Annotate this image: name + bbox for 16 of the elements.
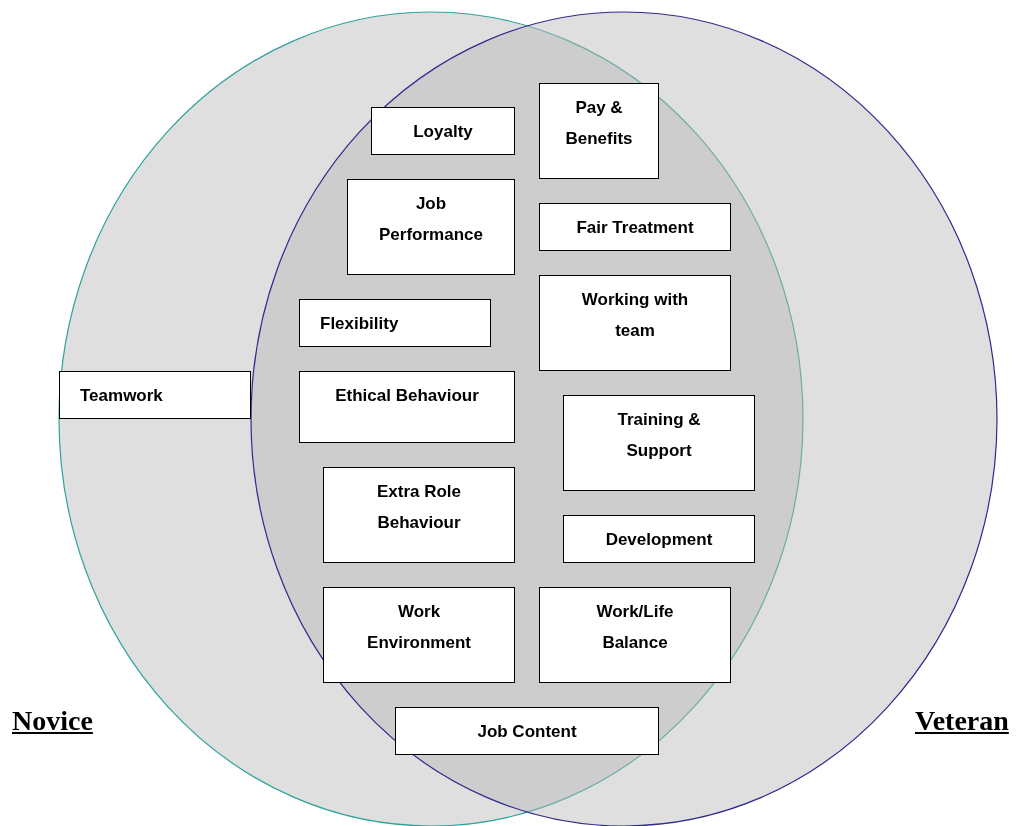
factor-box: Ethical Behaviour xyxy=(299,371,515,443)
factor-box: Pay & Benefits xyxy=(539,83,659,179)
factor-box: Teamwork xyxy=(59,371,251,419)
factor-box: Work Environment xyxy=(323,587,515,683)
set-label: Novice xyxy=(12,705,93,737)
factor-box: Work/Life Balance xyxy=(539,587,731,683)
factor-box: Fair Treatment xyxy=(539,203,731,251)
factor-box: Extra Role Behaviour xyxy=(323,467,515,563)
factor-box: Job Content xyxy=(395,707,659,755)
factor-box: Flexibility xyxy=(299,299,491,347)
factor-box: Job Performance xyxy=(347,179,515,275)
factor-box: Development xyxy=(563,515,755,563)
set-label: Veteran xyxy=(915,705,1009,737)
factor-box: Loyalty xyxy=(371,107,515,155)
factor-box: Working with team xyxy=(539,275,731,371)
factor-box: Training & Support xyxy=(563,395,755,491)
